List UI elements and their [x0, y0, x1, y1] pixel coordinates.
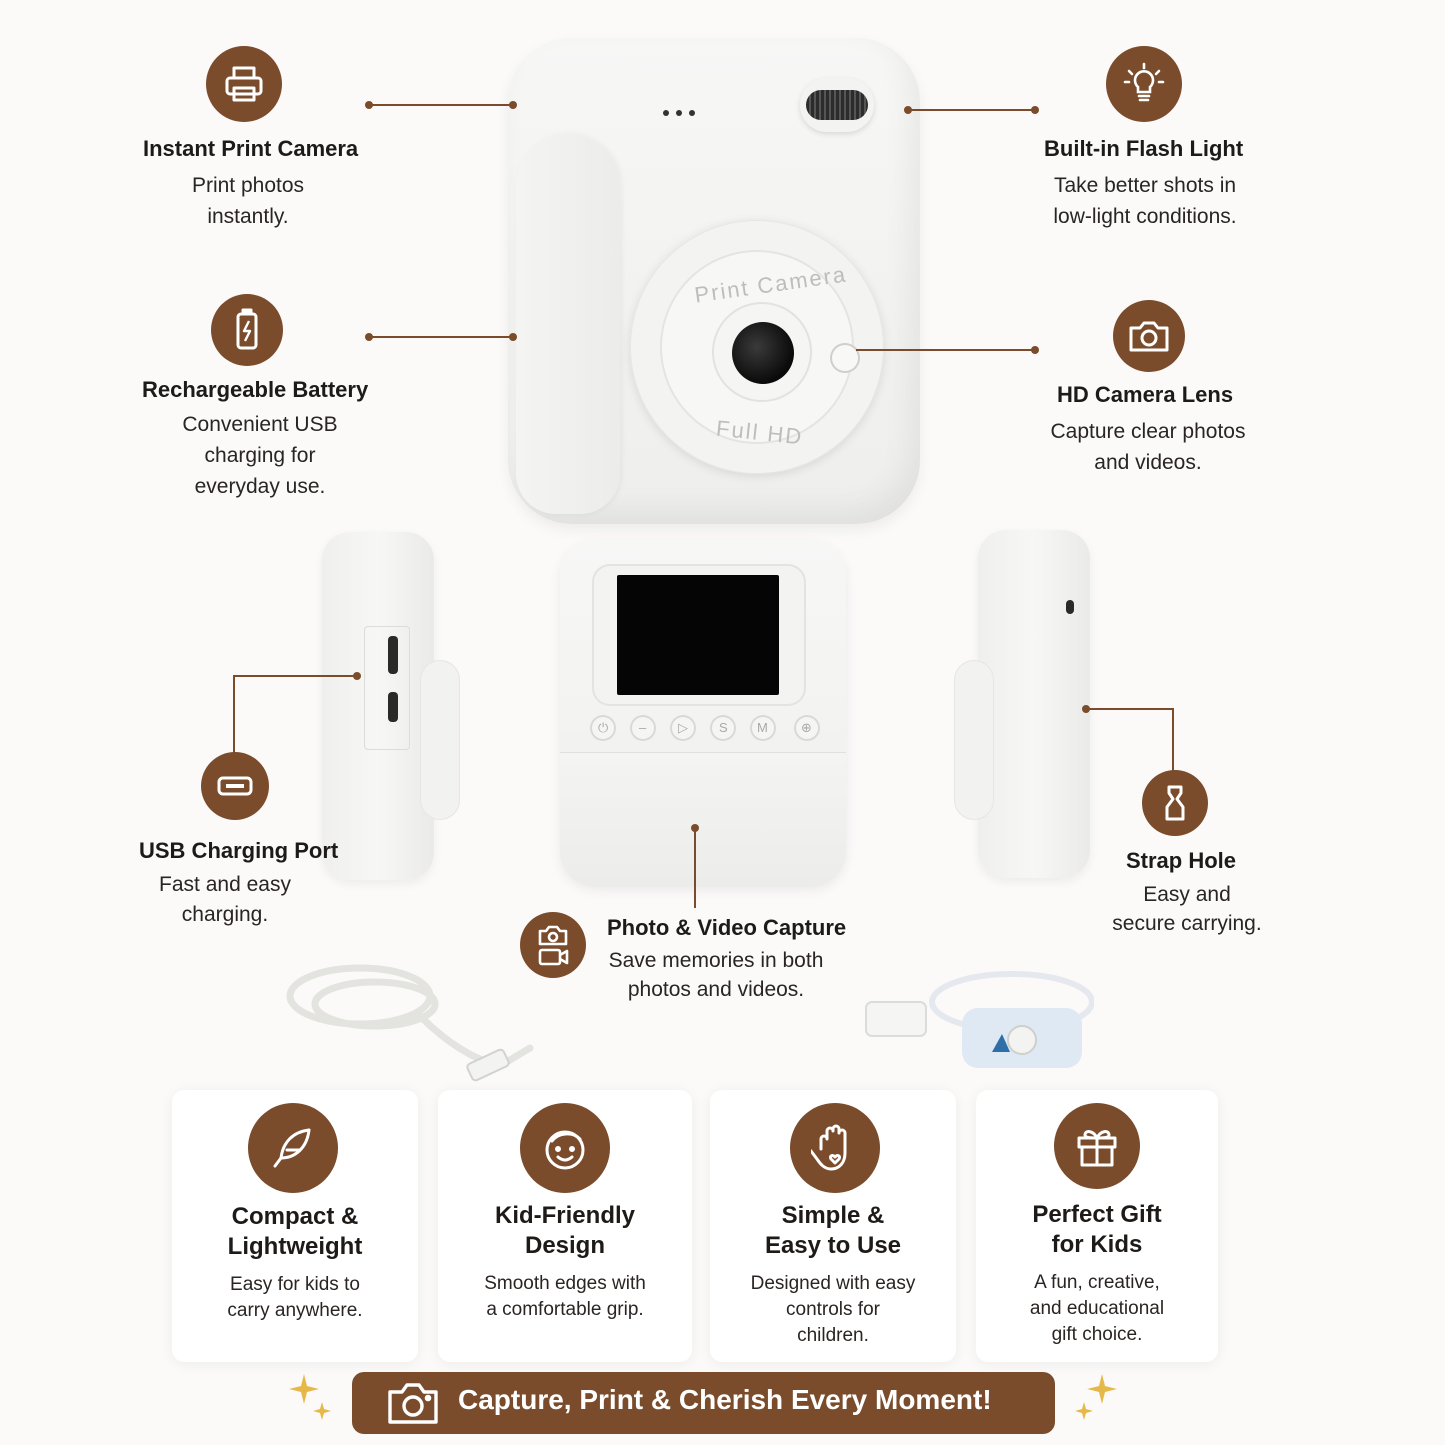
- gift-icon: [1054, 1103, 1140, 1189]
- lanyard-strap-image: [862, 962, 1095, 1080]
- hand-icon: [790, 1103, 880, 1193]
- camera-side-left-lens: [420, 660, 460, 820]
- play-button: [670, 715, 696, 741]
- callout-dot: [1031, 106, 1039, 114]
- callout-dot: [1031, 346, 1039, 354]
- callout-dot: [509, 333, 517, 341]
- tagline-text: Capture, Print & Cherish Every Moment!: [458, 1384, 992, 1415]
- camera-icon: [386, 1380, 440, 1426]
- strap-hole-icon: [1142, 770, 1208, 836]
- feature-desc-capture: Save memories in both photos and videos.: [608, 949, 824, 1001]
- kid-face-icon: [520, 1103, 610, 1193]
- callout-dot: [353, 672, 361, 680]
- feature-desc-usb: Fast and easy charging.: [159, 873, 291, 926]
- callout-line: [369, 104, 513, 106]
- feature-title-flash: Built-in Flash Light: [1044, 136, 1244, 161]
- back-button-labels: ⏻ – ▷ S M ⊕: [598, 720, 812, 735]
- callout-line: [1172, 708, 1174, 772]
- callout-line: [1086, 708, 1174, 710]
- usb-port: [388, 692, 398, 722]
- speaker-dots: [662, 104, 702, 116]
- feature-desc-instant-print: Print photos instantly.: [191, 174, 305, 228]
- feature-title-lens: HD Camera Lens: [1057, 382, 1234, 407]
- feature-title-instant-print: Instant Print Camera: [143, 136, 359, 161]
- photo-video-icon: [520, 912, 586, 978]
- card-title: Simple &Easy to Use: [764, 1202, 902, 1259]
- flash-light: [806, 90, 868, 120]
- camera-side-right-image: [978, 530, 1090, 878]
- feature-desc-flash: Take better shots in low-light condition…: [1053, 174, 1237, 228]
- lens-glass: [732, 322, 794, 384]
- callout-line: [233, 675, 357, 677]
- feature-title-battery: Rechargeable Battery: [142, 377, 369, 402]
- camera-icon: [1113, 300, 1185, 372]
- battery-icon: [211, 294, 283, 366]
- feature-title-capture: Photo & Video Capture: [607, 915, 847, 940]
- print-compartment: [560, 752, 846, 887]
- plus-button: [794, 715, 820, 741]
- sd-slot: [388, 636, 398, 674]
- usb-cable-image: [280, 956, 550, 1096]
- feather-icon: [248, 1103, 338, 1193]
- strap-hole: [1066, 600, 1074, 614]
- callout-line: [856, 349, 1036, 351]
- card-title: Compact &Lightweight: [227, 1203, 363, 1260]
- callout-line: [908, 109, 1036, 111]
- feature-title-usb: USB Charging Port: [139, 838, 339, 863]
- light-sensor: [830, 343, 860, 373]
- lightbulb-icon: [1106, 46, 1182, 122]
- sparkle-icon: [1070, 1372, 1118, 1426]
- mode-button: [750, 715, 776, 741]
- feature-title-strap: Strap Hole: [1126, 848, 1237, 873]
- callout-line: [369, 336, 513, 338]
- power-button: [590, 715, 616, 741]
- camera-side-left-image: [322, 532, 434, 880]
- settings-button: [710, 715, 736, 741]
- feature-desc-lens: Capture clear photos and videos.: [1050, 420, 1246, 474]
- sparkle-icon: [288, 1372, 336, 1426]
- callout-line: [694, 828, 696, 908]
- callout-dot: [509, 101, 517, 109]
- feature-desc-strap: Easy and secure carrying.: [1112, 883, 1262, 935]
- printer-icon: [206, 46, 282, 122]
- callout-line: [233, 675, 235, 753]
- feature-desc-battery: Convenient USB charging for everyday use…: [182, 413, 338, 498]
- camera-side-right-lens: [954, 660, 994, 820]
- side-panel: [364, 626, 410, 750]
- camera-grip: [516, 134, 620, 514]
- minus-button: [630, 715, 656, 741]
- usb-port-icon: [201, 752, 269, 820]
- lcd-screen: [617, 575, 779, 695]
- tagline-banner: [352, 1372, 1055, 1434]
